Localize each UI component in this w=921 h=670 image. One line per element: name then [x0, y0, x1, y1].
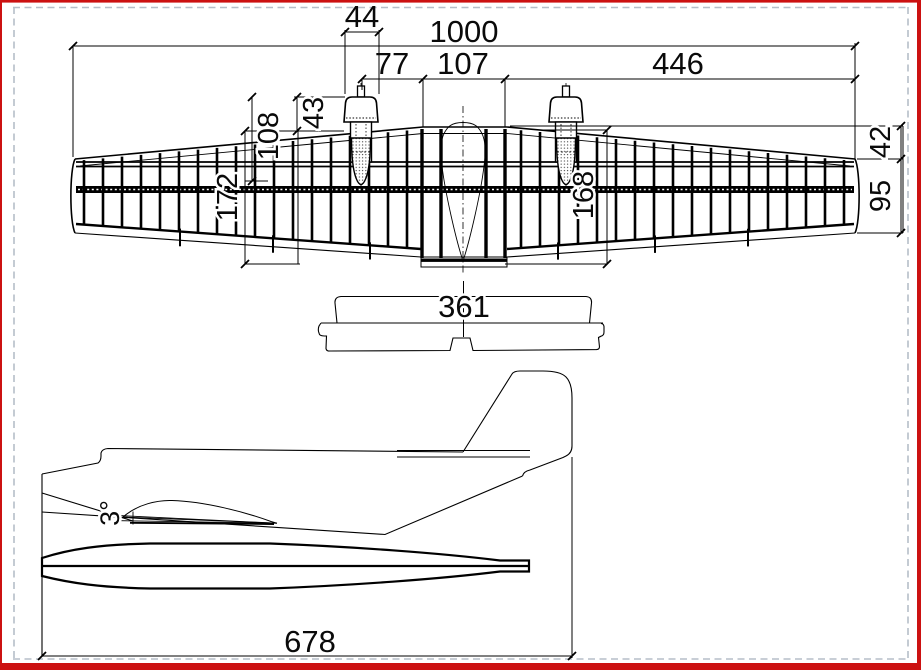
left-wingtip — [70, 158, 76, 234]
dim-wing-incidence-label: 3° — [95, 500, 125, 526]
wing-hatch-part — [317, 281, 605, 352]
fuselage-length-dimension — [37, 457, 577, 661]
dim-fuselage-length-label: 678 — [284, 624, 336, 659]
dimensions-top-view — [68, 27, 906, 269]
fuselage-bottom — [41, 475, 523, 536]
trailing-edge-right — [506, 232, 856, 258]
dim-root-chord-right-label: 168 — [568, 171, 600, 219]
vertical-fin — [462, 370, 573, 477]
dim-hatch-width-label: 361 — [438, 289, 490, 324]
right-wingtip — [854, 158, 860, 234]
dim-tip-le-offset-label: 42 — [865, 126, 897, 158]
wing-top-view — [70, 126, 860, 268]
dim-spinner-height-label: 43 — [298, 97, 330, 129]
left-nacelle — [343, 83, 379, 188]
dim-root-chord-left-label: 172 — [212, 173, 244, 221]
hatch-lower-piece — [317, 322, 605, 352]
dim-nacelle-length-label: 108 — [253, 112, 285, 160]
dimension-labels-top: 1000 44 77 107 446 43 108 172 168 42 95 — [210, 0, 900, 224]
prop-shaft — [356, 85, 366, 98]
dim-tip-chord-label: 95 — [865, 180, 897, 212]
dim-center-bay-label: 107 — [437, 46, 489, 81]
dim-nacelle-offset-label: 77 — [375, 46, 409, 81]
wing-ribs — [82, 129, 846, 260]
fuselage-plan-outline — [40, 542, 531, 590]
fuselage-top-deck — [41, 447, 464, 475]
hinge-line-left — [75, 222, 422, 251]
dim-nacelle-width-label: 44 — [345, 0, 379, 34]
fuselage-top-outline — [440, 106, 486, 274]
inner-dashed-border — [13, 6, 909, 660]
fuselage-plan-view — [40, 542, 531, 590]
dim-wingspan-label: 1000 — [430, 14, 499, 49]
cowl-cap — [343, 96, 379, 123]
dim-outer-panel-label: 446 — [652, 46, 704, 81]
wing-leading-edge — [74, 126, 856, 160]
hinge-line-right — [506, 222, 855, 251]
fuselage-side-view — [41, 370, 573, 657]
spinner-bullet — [350, 137, 372, 186]
wing-root-airfoil — [122, 499, 278, 524]
trailing-edge-left — [74, 232, 422, 258]
